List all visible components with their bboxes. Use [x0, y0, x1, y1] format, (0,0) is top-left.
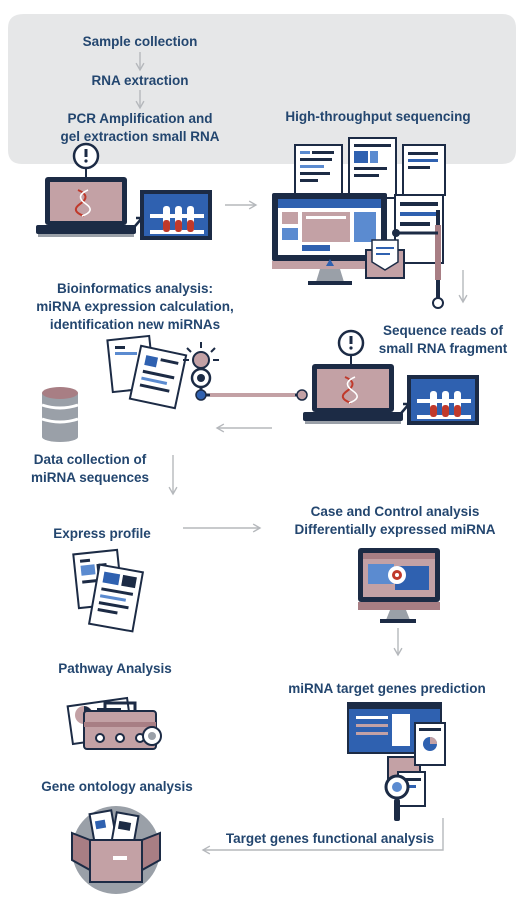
tube-rack-icon — [129, 190, 212, 240]
arrow-functional-to-box — [201, 818, 444, 855]
label-express-profile: Express profile — [53, 526, 151, 541]
documents-icon — [106, 334, 188, 410]
arrows — [135, 52, 468, 855]
database-icon — [41, 387, 79, 442]
probe-icon — [183, 342, 308, 401]
label-data-collection: Data collection of miRNA sequences — [20, 451, 160, 487]
tube-rack-icon-2 — [396, 375, 479, 425]
label-case-line1: Case and Control analysis — [310, 504, 480, 519]
label-sample-collection: Sample collection — [82, 34, 198, 49]
label-bioinfo-line1: Bioinformatics analysis: — [56, 281, 214, 296]
magnifier-icon — [384, 774, 410, 821]
label-pcr-amplification: PCR Amplification and gel extraction sma… — [30, 110, 250, 146]
documents-icon-2 — [72, 548, 145, 633]
label-case-line2: Differentially expressed miRNA — [294, 522, 496, 537]
label-data-line2: miRNA sequences — [30, 470, 150, 485]
label-rna-extraction: RNA extraction — [91, 73, 189, 88]
bulb-icon — [72, 142, 100, 177]
bulb-icon — [337, 329, 365, 366]
top-panel — [8, 14, 516, 164]
laptop-dna-icon-2 — [303, 329, 403, 424]
label-pcr-line1: PCR Amplification and — [67, 111, 213, 126]
label-high-throughput: High-throughput sequencing — [285, 109, 471, 124]
monitor-icon — [358, 548, 440, 623]
label-functional-analysis: Target genes functional analysis — [225, 831, 435, 846]
label-target-prediction: miRNA target genes prediction — [288, 681, 486, 696]
label-pcr-line2: gel extraction small RNA — [60, 129, 220, 144]
target-screens-icon — [347, 702, 446, 821]
label-pathway: Pathway Analysis — [58, 661, 172, 676]
label-seq-reads-line1: Sequence reads of — [382, 323, 504, 338]
label-seq-reads-line2: small RNA fragment — [378, 341, 508, 356]
box-icon — [71, 806, 161, 894]
sequencer-computer-icon — [272, 137, 446, 309]
laptop-dna-icon — [36, 142, 136, 237]
label-bioinfo-line2: miRNA expression calculation, — [36, 299, 234, 314]
label-case-control: Case and Control analysis Differentially… — [280, 503, 510, 539]
label-gene-ontology: Gene ontology analysis — [41, 779, 193, 794]
label-bioinformatics: Bioinformatics analysis: miRNA expressio… — [20, 280, 250, 334]
toolbox-icon — [66, 696, 162, 750]
label-sequence-reads: Sequence reads of small RNA fragment — [368, 322, 518, 358]
label-bioinfo-line3: identification new miRNAs — [49, 317, 221, 332]
label-data-line1: Data collection of — [33, 452, 147, 467]
